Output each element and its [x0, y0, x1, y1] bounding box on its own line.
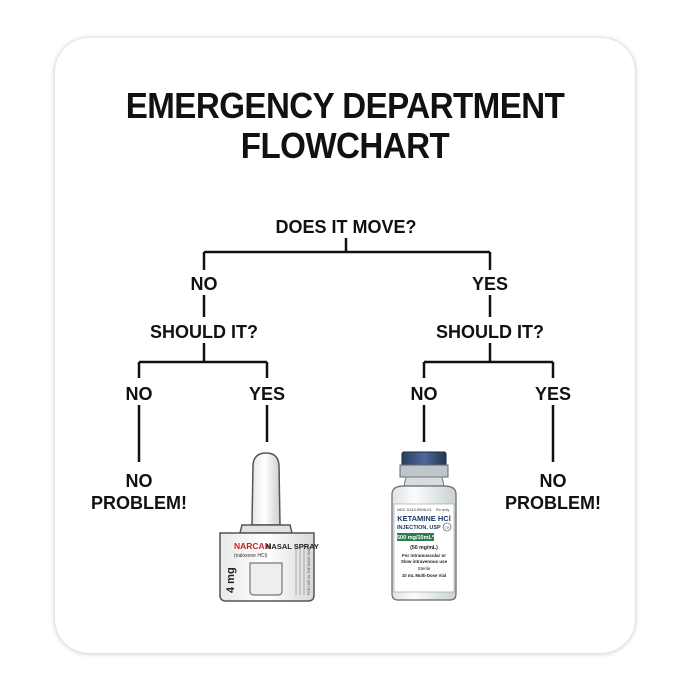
left-result-line1: NO [125, 471, 153, 491]
narcan-product-name: NASAL SPRAY [266, 542, 319, 551]
title-line-2: FLOWCHART [240, 125, 450, 166]
narcan-brand: NARCAN [234, 541, 271, 551]
root-question: DOES IT MOVE? [275, 217, 417, 237]
ketamine-route-1: For intramuscular or [402, 553, 446, 558]
ketamine-sterile: Sterile [418, 566, 431, 571]
right-question: SHOULD IT? [436, 322, 544, 342]
ketamine-vial-image: NDC 0143-9508-01 Rx only KETAMINE HCl IN… [391, 451, 457, 601]
right-answer-yes: YES [471, 274, 509, 294]
ketamine-strength: 500 mg/10mL* [397, 535, 435, 541]
left-answer-no: NO [190, 274, 218, 294]
right-result-line2: PROBLEM! [505, 493, 601, 513]
right-yes-answer: YES [534, 384, 572, 404]
left-result-line2: PROBLEM! [91, 493, 187, 513]
left-no-answer: NO [125, 384, 153, 404]
ketamine-ndc: NDC 0143-9508-01 [397, 507, 432, 512]
narcan-side-text: FOR USE IN THE NOSE ONLY [307, 545, 311, 595]
ketamine-route-2: Slow intravenous use [401, 559, 448, 564]
right-result-line1: NO [539, 471, 567, 491]
sticker-card [55, 38, 635, 653]
narcan-generic: (naloxone HCl) [234, 553, 268, 559]
ketamine-name: KETAMINE HCl [397, 514, 451, 523]
narcan-nasal-spray-image: NARCAN NASAL SPRAY (naloxone HCl) 4 mg F… [219, 452, 319, 602]
left-question: SHOULD IT? [150, 322, 258, 342]
right-no-answer: NO [410, 384, 438, 404]
ketamine-form: INJECTION, USP [397, 525, 441, 531]
title-line-1: EMERGENCY DEPARTMENT [125, 85, 565, 126]
ketamine-concentration: (50 mg/mL) [410, 545, 438, 551]
left-yes-answer: YES [248, 384, 286, 404]
narcan-dose: 4 mg [225, 567, 237, 593]
ketamine-schedule: CIII [445, 526, 450, 530]
ketamine-rx: Rx only [436, 507, 449, 512]
ketamine-volume: 10 mL Multi-Dose Vial [402, 573, 446, 578]
